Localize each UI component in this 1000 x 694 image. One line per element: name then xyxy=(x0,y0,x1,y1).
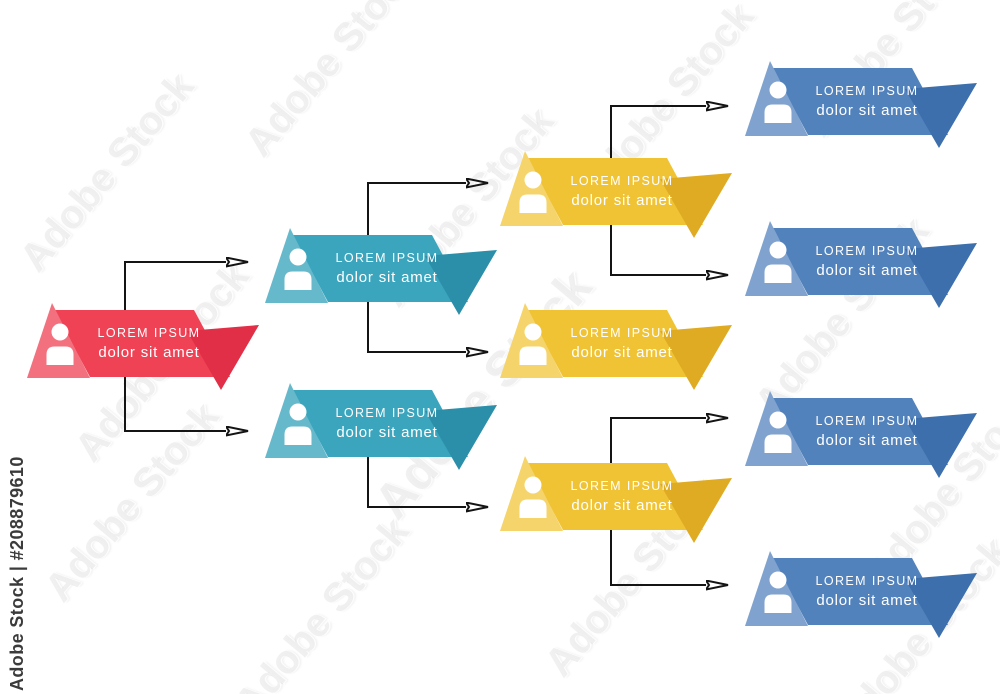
node-text-block: LOREM IPSUM dolor sit amet xyxy=(317,251,457,286)
org-node-mid-bottom: LOREM IPSUM dolor sit amet xyxy=(500,456,732,550)
connector-mid-bottom-leaf-bottom-2 xyxy=(610,530,706,585)
node-ribbon-shape xyxy=(500,151,732,238)
node-text-block: LOREM IPSUM dolor sit amet xyxy=(552,174,692,209)
node-ribbon-shape xyxy=(745,391,977,478)
connector-branch-top-mid-top xyxy=(367,183,466,235)
person-icon xyxy=(519,476,547,518)
person-icon xyxy=(764,241,792,283)
node-title: LOREM IPSUM xyxy=(570,326,674,340)
org-node-mid-center: LOREM IPSUM dolor sit amet xyxy=(500,303,732,397)
org-node-root: LOREM IPSUM dolor sit amet xyxy=(27,303,259,397)
node-title: LOREM IPSUM xyxy=(335,406,439,420)
node-title: LOREM IPSUM xyxy=(335,251,439,265)
node-title: LOREM IPSUM xyxy=(815,84,919,98)
person-icon xyxy=(46,323,74,365)
connector-branch-top-mid-center xyxy=(367,302,466,352)
node-subtitle: dolor sit amet xyxy=(816,592,918,609)
node-title: LOREM IPSUM xyxy=(97,326,201,340)
node-subtitle: dolor sit amet xyxy=(571,344,673,361)
node-subtitle: dolor sit amet xyxy=(816,262,918,279)
connector-mid-bottom-leaf-bottom-1 xyxy=(610,418,706,463)
connector-root-branch-top xyxy=(124,262,226,310)
node-subtitle: dolor sit amet xyxy=(98,344,200,361)
connector-mid-top-leaf-top-2 xyxy=(610,225,706,275)
node-ribbon-shape xyxy=(265,228,497,315)
person-icon xyxy=(764,571,792,613)
person-icon xyxy=(519,171,547,213)
person-icon xyxy=(764,81,792,123)
node-title: LOREM IPSUM xyxy=(815,244,919,258)
node-ribbon-shape xyxy=(265,383,497,470)
person-icon xyxy=(764,411,792,453)
node-title: LOREM IPSUM xyxy=(570,174,674,188)
node-text-block: LOREM IPSUM dolor sit amet xyxy=(797,574,937,609)
org-node-leaf-bottom-2: LOREM IPSUM dolor sit amet xyxy=(745,551,977,645)
org-node-mid-top: LOREM IPSUM dolor sit amet xyxy=(500,151,732,245)
node-text-block: LOREM IPSUM dolor sit amet xyxy=(552,479,692,514)
person-icon xyxy=(519,323,547,365)
node-subtitle: dolor sit amet xyxy=(571,192,673,209)
org-node-leaf-top-1: LOREM IPSUM dolor sit amet xyxy=(745,61,977,155)
person-icon xyxy=(284,248,312,290)
node-title: LOREM IPSUM xyxy=(570,479,674,493)
org-node-branch-bottom: LOREM IPSUM dolor sit amet xyxy=(265,383,497,477)
connector-mid-top-leaf-top-1 xyxy=(610,106,706,158)
node-ribbon-shape xyxy=(500,456,732,543)
connector-root-branch-bottom xyxy=(124,377,226,431)
node-ribbon-shape xyxy=(745,61,977,148)
node-text-block: LOREM IPSUM dolor sit amet xyxy=(317,406,457,441)
node-ribbon-shape xyxy=(745,221,977,308)
node-subtitle: dolor sit amet xyxy=(571,497,673,514)
org-node-branch-top: LOREM IPSUM dolor sit amet xyxy=(265,228,497,322)
connector-branch-bottom-mid-bottom xyxy=(367,457,466,507)
node-ribbon-shape xyxy=(500,303,732,390)
node-title: LOREM IPSUM xyxy=(815,574,919,588)
node-text-block: LOREM IPSUM dolor sit amet xyxy=(79,326,219,361)
person-icon xyxy=(284,403,312,445)
node-ribbon-shape xyxy=(745,551,977,638)
node-text-block: LOREM IPSUM dolor sit amet xyxy=(797,84,937,119)
node-text-block: LOREM IPSUM dolor sit amet xyxy=(797,244,937,279)
node-subtitle: dolor sit amet xyxy=(816,102,918,119)
node-text-block: LOREM IPSUM dolor sit amet xyxy=(552,326,692,361)
node-subtitle: dolor sit amet xyxy=(816,432,918,449)
org-node-leaf-bottom-1: LOREM IPSUM dolor sit amet xyxy=(745,391,977,485)
node-text-block: LOREM IPSUM dolor sit amet xyxy=(797,414,937,449)
org-node-leaf-top-2: LOREM IPSUM dolor sit amet xyxy=(745,221,977,315)
node-subtitle: dolor sit amet xyxy=(336,424,438,441)
node-ribbon-shape xyxy=(27,303,259,390)
node-subtitle: dolor sit amet xyxy=(336,269,438,286)
node-title: LOREM IPSUM xyxy=(815,414,919,428)
